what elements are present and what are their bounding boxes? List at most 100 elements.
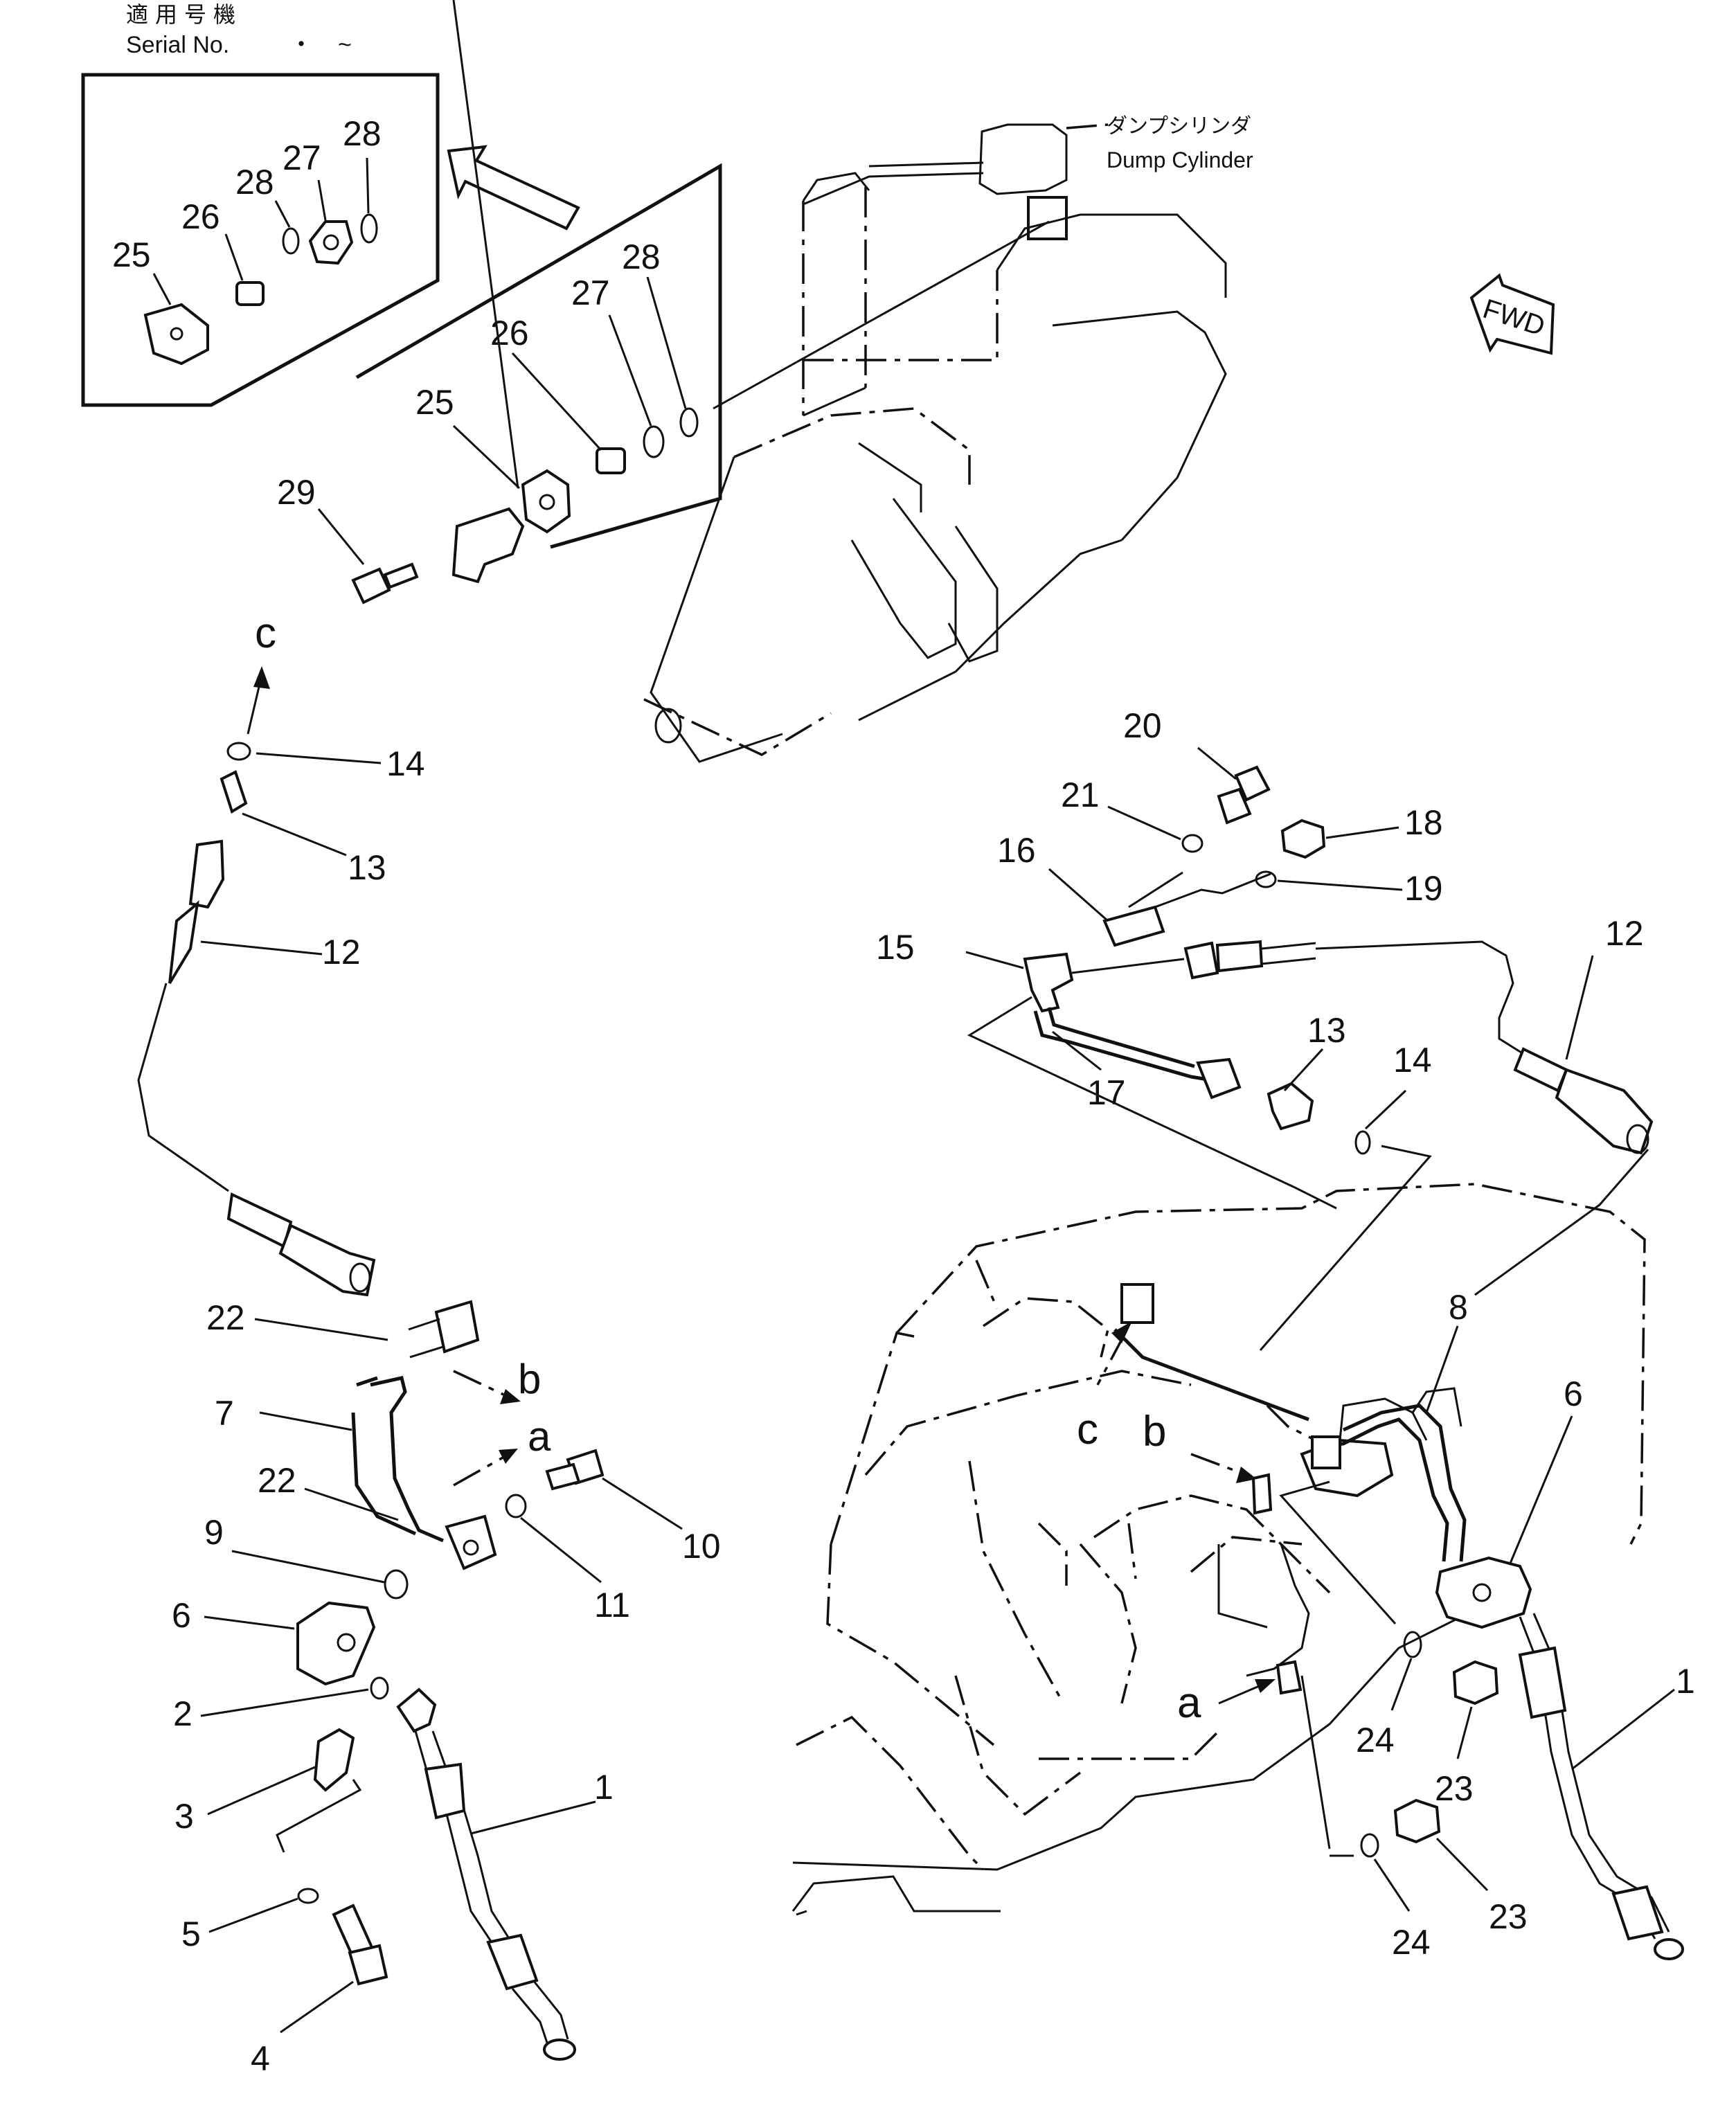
- port-b: [1251, 1473, 1273, 1515]
- tube-assembly-left: 22 7 22 b a 10 11 9: [204, 1298, 721, 1624]
- connection-label-c-right: c: [1077, 1406, 1098, 1453]
- callout-12-left: 12: [322, 933, 361, 971]
- flange-22-upper: [434, 1300, 480, 1354]
- callout-11: 11: [594, 1586, 630, 1624]
- nut-18: [1280, 818, 1326, 859]
- o-ring-14-right: [1354, 1130, 1371, 1155]
- tube-7: [370, 1376, 444, 1543]
- hose-12-sleeve-right: [1215, 940, 1264, 973]
- callout-9: 9: [204, 1513, 224, 1552]
- elbow-15: [1023, 952, 1074, 1013]
- callout-23-lower: 23: [1489, 1897, 1528, 1936]
- hose-12-fitting-bottom: [278, 1224, 376, 1297]
- o-ring-28: [679, 407, 699, 438]
- dump-cylinder-label: Dump Cylinder: [1107, 147, 1253, 172]
- callout-27-inset: 27: [283, 138, 321, 177]
- connection-label-b-left: b: [518, 1356, 541, 1402]
- serial-tilde: ~: [338, 32, 352, 58]
- callout-6-left: 6: [172, 1596, 191, 1635]
- hose-12-right: [1315, 940, 1528, 1057]
- callout-21: 21: [1061, 776, 1100, 814]
- adapter-13-left: [220, 770, 248, 814]
- flange-27-inset: [308, 220, 354, 265]
- callout-14-left: 14: [386, 744, 425, 783]
- tube-17-nut: [1196, 1057, 1242, 1100]
- adapter-13-right: [1267, 1082, 1314, 1131]
- callout-18: 18: [1404, 803, 1443, 842]
- connection-label-c-top: c: [255, 609, 276, 657]
- hose-12-sleeve-right-end: [1513, 1047, 1568, 1093]
- hose-1-sleeve-top-right: [1518, 1646, 1567, 1719]
- hose-1-end-right: [1654, 1938, 1684, 1960]
- washer-24-upper: [1403, 1631, 1422, 1658]
- nut-23-upper: [1452, 1660, 1499, 1705]
- machine-body: 8 6 1 23 24 23 24: [791, 1183, 1695, 1962]
- callout-19: 19: [1404, 869, 1443, 908]
- callout-29: 29: [277, 473, 316, 512]
- callout-5: 5: [181, 1915, 201, 1953]
- lower-left-parts: 6 2 3 5 4 1: [172, 1596, 614, 2078]
- bolt-29-shank: [383, 562, 419, 589]
- callout-4: 4: [251, 2039, 270, 2078]
- callout-2: 2: [173, 1694, 193, 1733]
- bolt-4-head: [348, 1944, 388, 1986]
- callout-20: 20: [1123, 706, 1162, 745]
- washer-24-lower: [1360, 1833, 1379, 1858]
- hose-12-fitting-top: [188, 839, 225, 909]
- hose-1-sleeve-bottom-right: [1611, 1885, 1664, 1941]
- cylinder-port: [1027, 196, 1068, 240]
- view-arrow: [447, 145, 580, 231]
- hose-12-fitting-right: [1183, 941, 1219, 980]
- connection-label-a-left: a: [528, 1413, 551, 1460]
- washer-11: [505, 1494, 527, 1519]
- fitting-outline: [355, 163, 722, 549]
- port-b-block: [1311, 1435, 1341, 1469]
- callout-16: 16: [997, 831, 1036, 870]
- serial-number-label: Serial No.: [126, 32, 229, 58]
- callout-6-right: 6: [1564, 1374, 1583, 1413]
- callout-22-lower: 22: [258, 1461, 296, 1500]
- callout-28-inset-a: 28: [235, 163, 274, 201]
- o-ring-28-inset-a: [282, 227, 300, 255]
- boom-assembly: ダンプシリンダ Dump Cylinder: [643, 115, 1253, 763]
- callout-10: 10: [682, 1527, 721, 1566]
- callout-25: 25: [415, 383, 454, 422]
- ring-27: [643, 425, 665, 458]
- bolt-20-head: [1234, 765, 1271, 802]
- hose-12-fitting-right-end: [1555, 1068, 1654, 1155]
- hose-1-end-left: [543, 2039, 576, 2061]
- dump-cylinder-label-jp: ダンプシリンダ: [1107, 115, 1251, 138]
- o-ring-14-left: [226, 742, 251, 761]
- fwd-arrow: [1469, 273, 1555, 355]
- fwd-indicator: FWD: [1469, 273, 1555, 355]
- callout-15: 15: [876, 928, 915, 967]
- callout-14-right: 14: [1393, 1041, 1432, 1080]
- left-hose-assembly: c 14 13 12: [137, 609, 425, 1297]
- hose-1-fitting-top-left: [396, 1687, 437, 1733]
- flange-6-left: [296, 1601, 376, 1686]
- callout-13-left: 13: [348, 848, 386, 887]
- hose-12-sleeve-bottom: [226, 1192, 293, 1248]
- hose-12-left: [137, 983, 229, 1192]
- callout-1-right: 1: [1676, 1662, 1695, 1701]
- detail-inset: 25 26 28 27 28: [81, 73, 440, 407]
- nut-23-lower: [1393, 1798, 1441, 1844]
- callout-25-inset: 25: [112, 235, 151, 274]
- hose-12-sleeve-top: [168, 900, 199, 985]
- o-ring-28-inset-b: [360, 213, 378, 244]
- callout-24-upper: 24: [1356, 1721, 1395, 1759]
- clamp-3: [313, 1728, 355, 1792]
- callout-8: 8: [1449, 1288, 1468, 1327]
- tube-17: [1033, 1010, 1212, 1082]
- seal-26-inset: [235, 281, 265, 306]
- connection-label-b-right: b: [1143, 1408, 1166, 1455]
- connection-label-a-right: a: [1177, 1679, 1201, 1727]
- dump-cylinder: [978, 123, 1068, 195]
- bracket-16: [1102, 905, 1165, 947]
- right-bracket-assembly: 20 21 18 19 16 15 17: [876, 706, 1654, 1351]
- callout-26-inset: 26: [181, 197, 220, 236]
- callout-23-upper: 23: [1435, 1769, 1474, 1808]
- bolt-10-shank: [545, 1462, 581, 1491]
- port-a: [1276, 1660, 1303, 1695]
